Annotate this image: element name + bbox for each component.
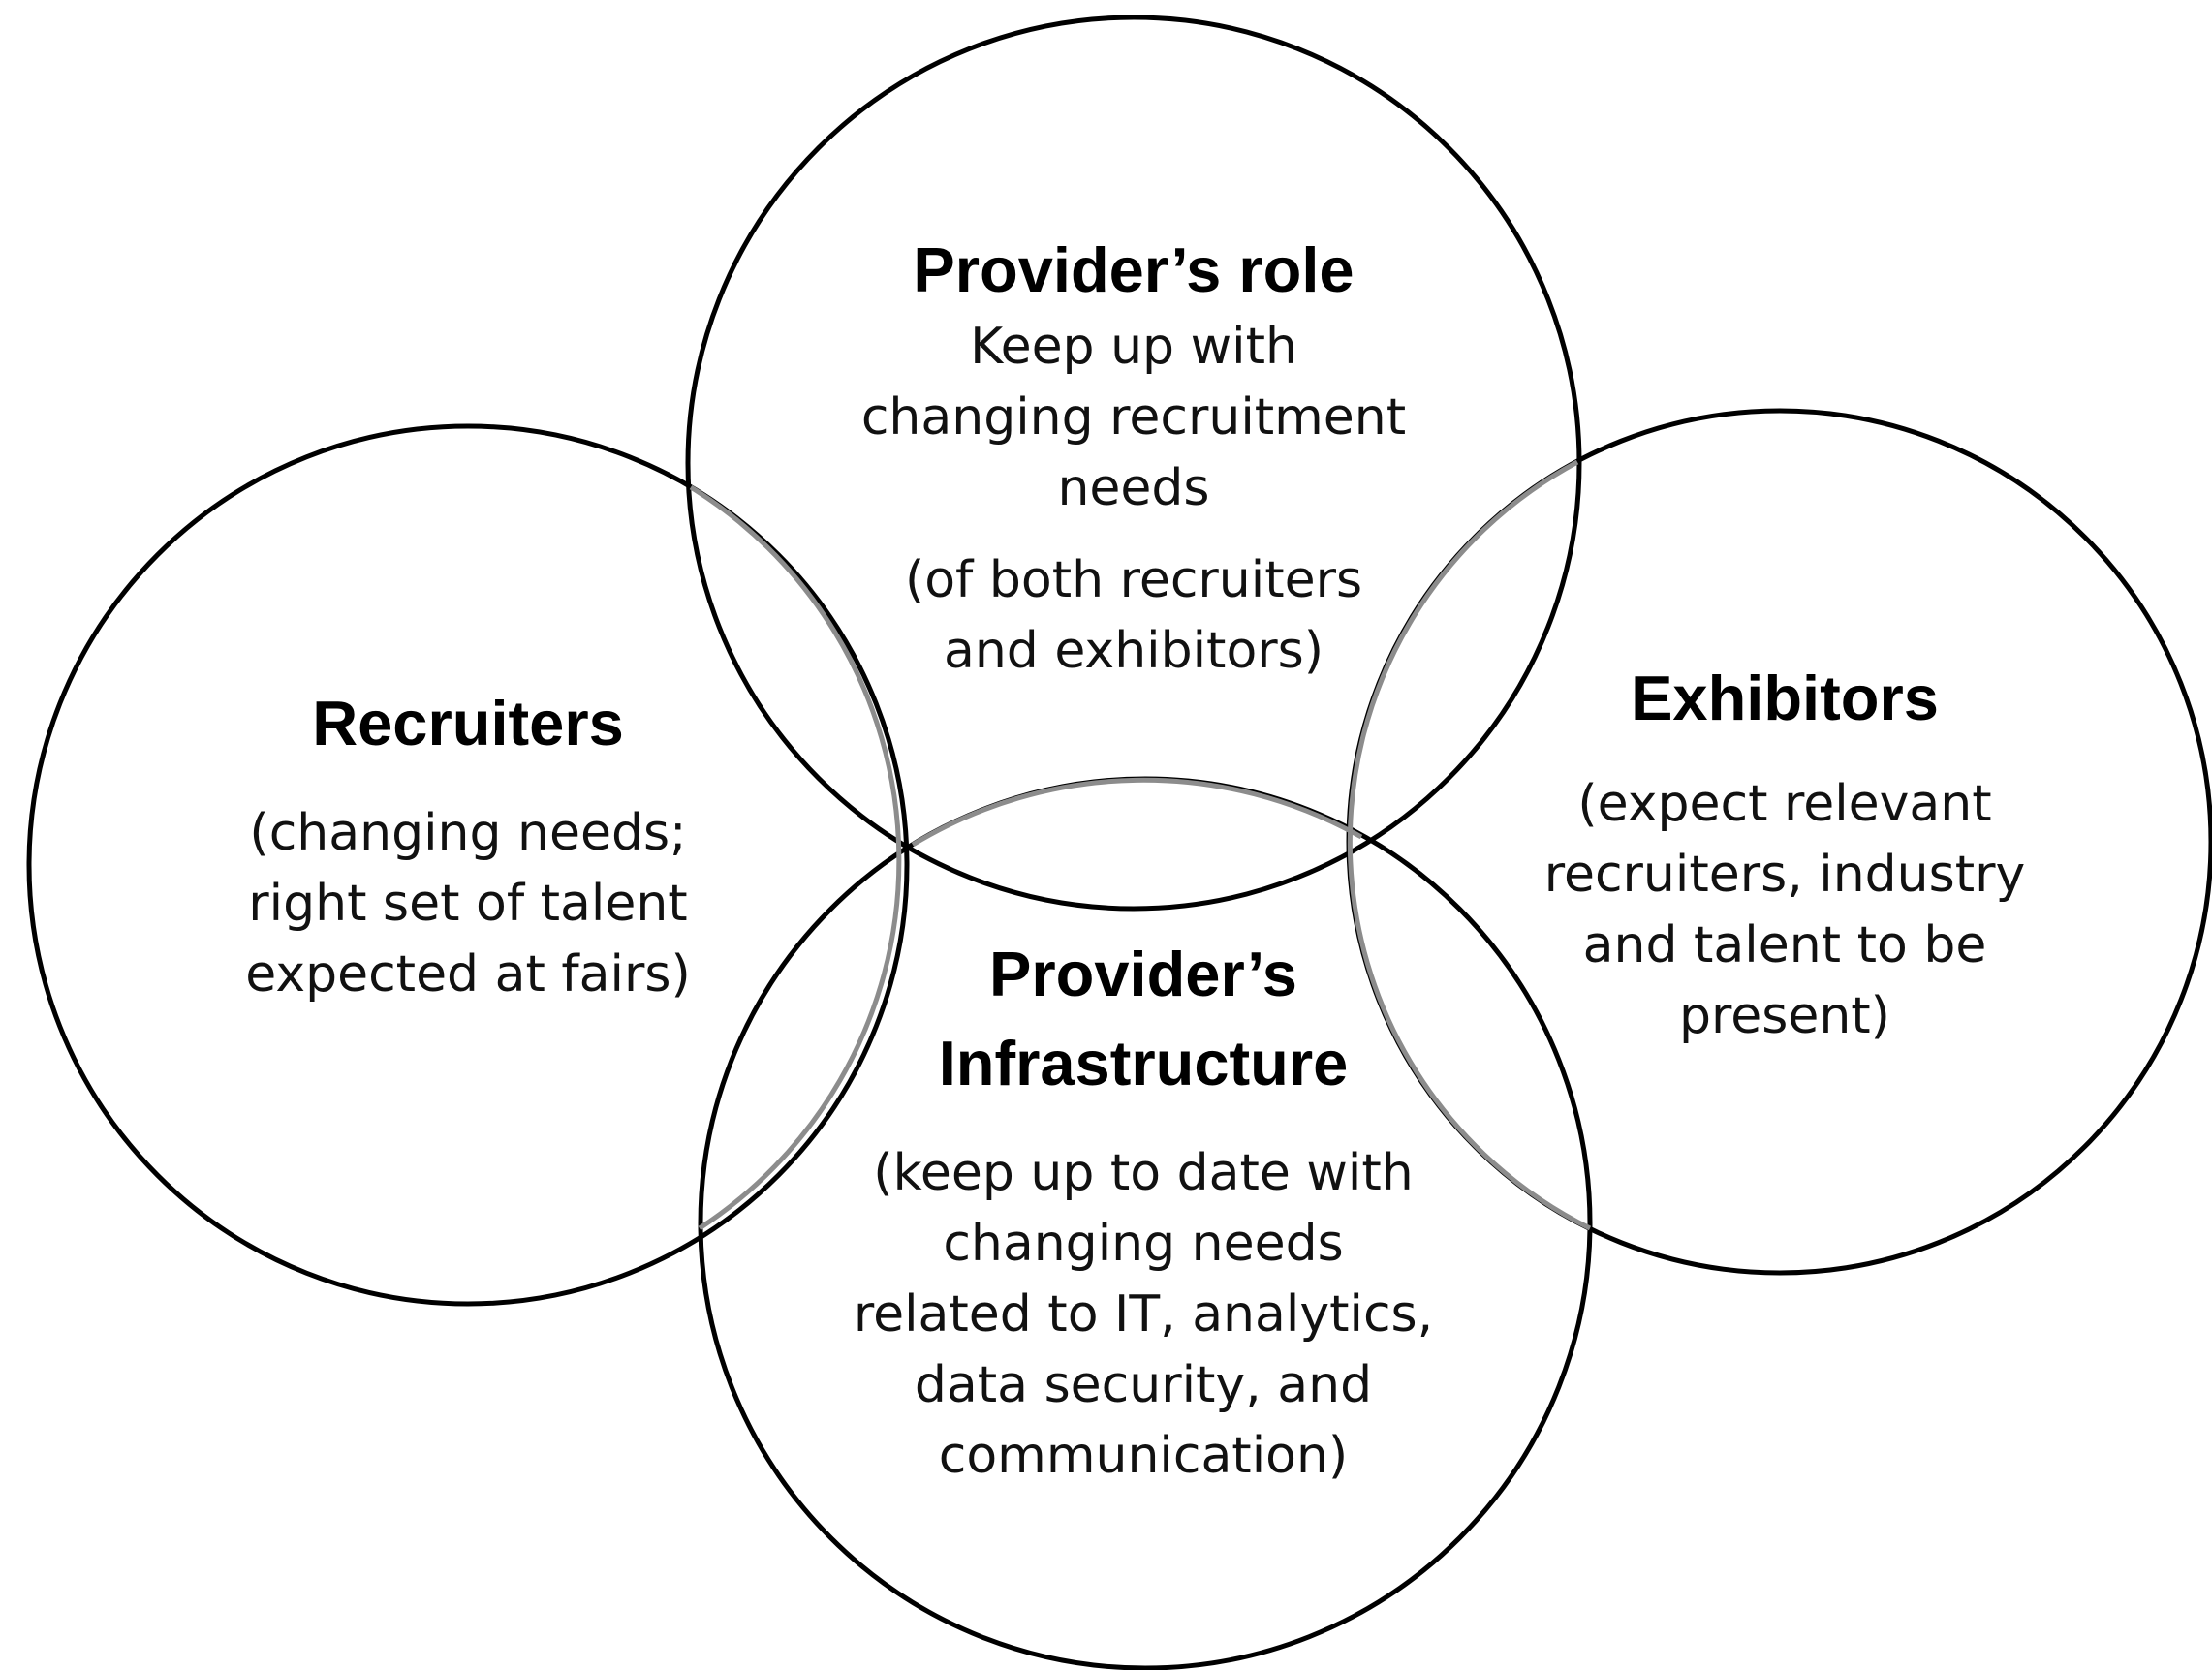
exhibitors-line-4: present): [1679, 987, 1890, 1045]
providers-infrastructure-label: Provider’s Infrastructure (keep up to da…: [833, 933, 1453, 1492]
providers-infrastructure-line-3: related to IT, analytics,: [853, 1285, 1434, 1344]
recruiters-line-2: right set of talent: [248, 875, 688, 933]
exhibitors-overlap-arc: [1347, 459, 1592, 1231]
recruiters-label: Recruiters (changing needs; right set of…: [187, 682, 749, 1010]
providers-role-line-2: changing recruitment: [860, 388, 1407, 447]
providers-role-note-1: (of both recruiters: [904, 551, 1363, 609]
providers-role-note-2: and exhibitors): [943, 622, 1324, 680]
providers-role-title: Provider’s role: [913, 234, 1355, 305]
recruiters-circle: [26, 423, 910, 1307]
providers-infrastructure-title-2: Infrastructure: [938, 1028, 1349, 1098]
exhibitors-label: Exhibitors (expect relevant recruiters, …: [1494, 657, 2075, 1052]
recruiters-title: Recruiters: [312, 688, 624, 758]
recruiters-overlap-arc: [689, 484, 902, 1231]
providers-role-line-3: needs: [1057, 459, 1210, 517]
recruiters-line-1: (changing needs;: [249, 804, 687, 862]
providers-infrastructure-title-1: Provider’s: [989, 939, 1297, 1009]
providers-role-line-1: Keep up with: [970, 318, 1297, 376]
infrastructure-overlap-arc: [911, 777, 1363, 848]
exhibitors-line-3: and talent to be: [1582, 916, 1987, 974]
exhibitors-line-1: (expect relevant: [1577, 775, 1992, 833]
providers-infrastructure-line-1: (keep up to date with: [873, 1144, 1414, 1202]
providers-infrastructure-line-4: data security, and: [914, 1356, 1373, 1414]
providers-role-circle: [685, 15, 1582, 912]
providers-infrastructure-line-5: communication): [938, 1427, 1349, 1485]
recruiters-line-3: expected at fairs): [245, 945, 691, 1004]
providers-role-label: Provider’s role Keep up with changing re…: [843, 229, 1424, 687]
exhibitors-line-2: recruiters, industry: [1543, 846, 2026, 904]
providers-infrastructure-line-2: changing needs: [943, 1215, 1344, 1273]
exhibitors-title: Exhibitors: [1631, 663, 1939, 733]
